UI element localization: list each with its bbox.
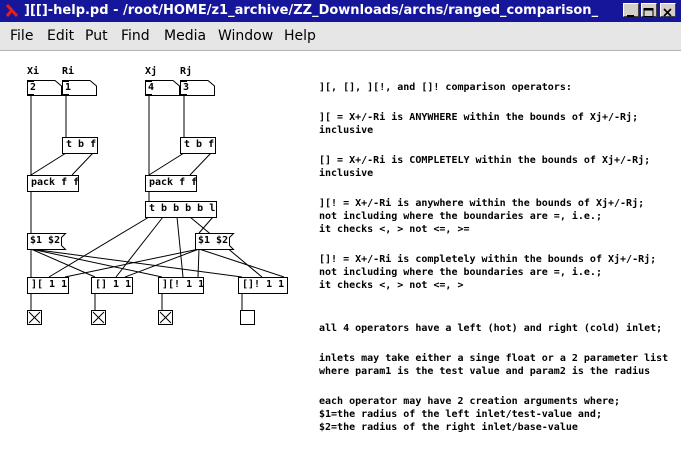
toggle-x-icon — [28, 311, 41, 324]
toggle-1[interactable] — [27, 310, 43, 326]
object-label: [] 1 1 — [95, 279, 132, 290]
patch-cord — [71, 152, 94, 176]
comment-heading: ][, [], ][!, and []! comparison operator… — [319, 82, 572, 93]
number-box-xj[interactable] — [145, 80, 181, 96]
comment-anywhere-excl: ][! = X+/-Ri is anywhere within the boun… — [319, 198, 645, 235]
maximize-icon — [643, 8, 654, 17]
label-rj: Rj — [180, 66, 193, 77]
patch-connections — [30, 94, 285, 310]
object-trigger[interactable]: t b b b b l — [145, 201, 217, 218]
maximize-button[interactable] — [641, 3, 657, 17]
pd-logo-icon — [5, 3, 19, 18]
message-left-text: $1 $2 — [30, 235, 61, 246]
comment-anywhere: ][ = X+/-Ri is ANYWHERE within the bound… — [319, 112, 639, 136]
patch-cord — [115, 216, 164, 278]
object-label: t b b b b l — [149, 203, 216, 214]
number-box-rj[interactable] — [180, 80, 216, 96]
object-label: pack f f — [149, 177, 198, 188]
object-label: t b f — [66, 139, 97, 150]
comment-args: each operator may have 2 creation argume… — [319, 396, 621, 433]
number-ri: 1 — [65, 82, 72, 93]
comment-completely-excl: []! = X+/-Ri is completely within the bo… — [319, 254, 657, 291]
object-label: ][! 1 1 — [162, 279, 205, 290]
patch-cord — [30, 248, 243, 278]
toggle-x-icon — [92, 311, 105, 324]
object-pack-left[interactable]: pack f f — [27, 175, 79, 192]
title-bar: ][[]-help.pd - /root/HOME/z1_archive/ZZ_… — [0, 0, 681, 22]
patch-cord — [176, 216, 184, 278]
message-box-right[interactable] — [195, 233, 235, 250]
patch-cord — [197, 248, 200, 278]
patch-cord — [189, 152, 212, 176]
object-op-anywhere[interactable]: ][ 1 1 — [27, 277, 69, 294]
label-xj: Xj — [145, 66, 158, 77]
menu-put[interactable]: Put — [85, 28, 108, 44]
window-title: ][[]-help.pd - /root/HOME/z1_archive/ZZ_… — [24, 3, 599, 18]
label-xi: Xi — [27, 66, 40, 77]
number-rj: 3 — [183, 82, 190, 93]
patch-cord — [30, 248, 96, 278]
comment-inlets: all 4 operators have a left (hot) and ri… — [319, 323, 663, 334]
patch-cord — [64, 248, 200, 278]
minimize-button[interactable] — [623, 3, 639, 17]
number-xi: 2 — [30, 82, 37, 93]
menu-edit[interactable]: Edit — [47, 28, 75, 44]
object-label: []! 1 1 — [242, 279, 285, 290]
menu-help[interactable]: Help — [284, 28, 316, 44]
menu-media[interactable]: Media — [164, 28, 207, 44]
patch-canvas[interactable]: Xi Ri Xj Rj 2 1 4 3 t b f t b f pack f f… — [0, 51, 681, 462]
minimize-icon — [627, 15, 634, 17]
menu-find[interactable]: Find — [121, 28, 150, 44]
number-box-xi[interactable] — [27, 80, 63, 96]
toggle-4[interactable] — [240, 310, 256, 326]
object-label: ][ 1 1 — [31, 279, 68, 290]
menu-window[interactable]: Window — [218, 28, 274, 44]
comment-completely: [] = X+/-Ri is COMPLETELY within the bou… — [319, 155, 651, 179]
menu-file[interactable]: File — [10, 28, 34, 44]
object-op-anywhere-excl[interactable]: ][! 1 1 — [158, 277, 204, 294]
object-tbf-left[interactable]: t b f — [62, 137, 98, 154]
toggle-3[interactable] — [158, 310, 174, 326]
menu-bar: File Edit Put Find Media Window Help — [0, 22, 681, 51]
object-pack-right[interactable]: pack f f — [145, 175, 197, 192]
patch-cord — [30, 152, 67, 176]
number-xj: 4 — [148, 82, 155, 93]
message-box-left[interactable] — [27, 233, 67, 250]
toggle-2[interactable] — [91, 310, 107, 326]
close-button[interactable] — [660, 3, 676, 17]
patch-cord — [124, 248, 200, 278]
label-ri: Ri — [62, 66, 75, 77]
toggle-x-icon — [159, 311, 172, 324]
number-box-ri[interactable] — [62, 80, 98, 96]
object-op-completely-excl[interactable]: []! 1 1 — [238, 277, 288, 294]
close-icon — [663, 8, 672, 17]
object-tbf-right[interactable]: t b f — [180, 137, 216, 154]
patch-cord — [30, 248, 163, 278]
patch-cord — [48, 216, 150, 278]
comment-params: inlets may take either a singe float or … — [319, 353, 669, 377]
object-label: t b f — [184, 139, 215, 150]
object-label: pack f f — [31, 177, 80, 188]
message-right-text: $1 $2 — [198, 235, 229, 246]
patch-cord — [198, 248, 285, 278]
object-op-completely[interactable]: [] 1 1 — [91, 277, 133, 294]
patch-cord — [148, 152, 185, 176]
patch-cord — [198, 216, 214, 234]
